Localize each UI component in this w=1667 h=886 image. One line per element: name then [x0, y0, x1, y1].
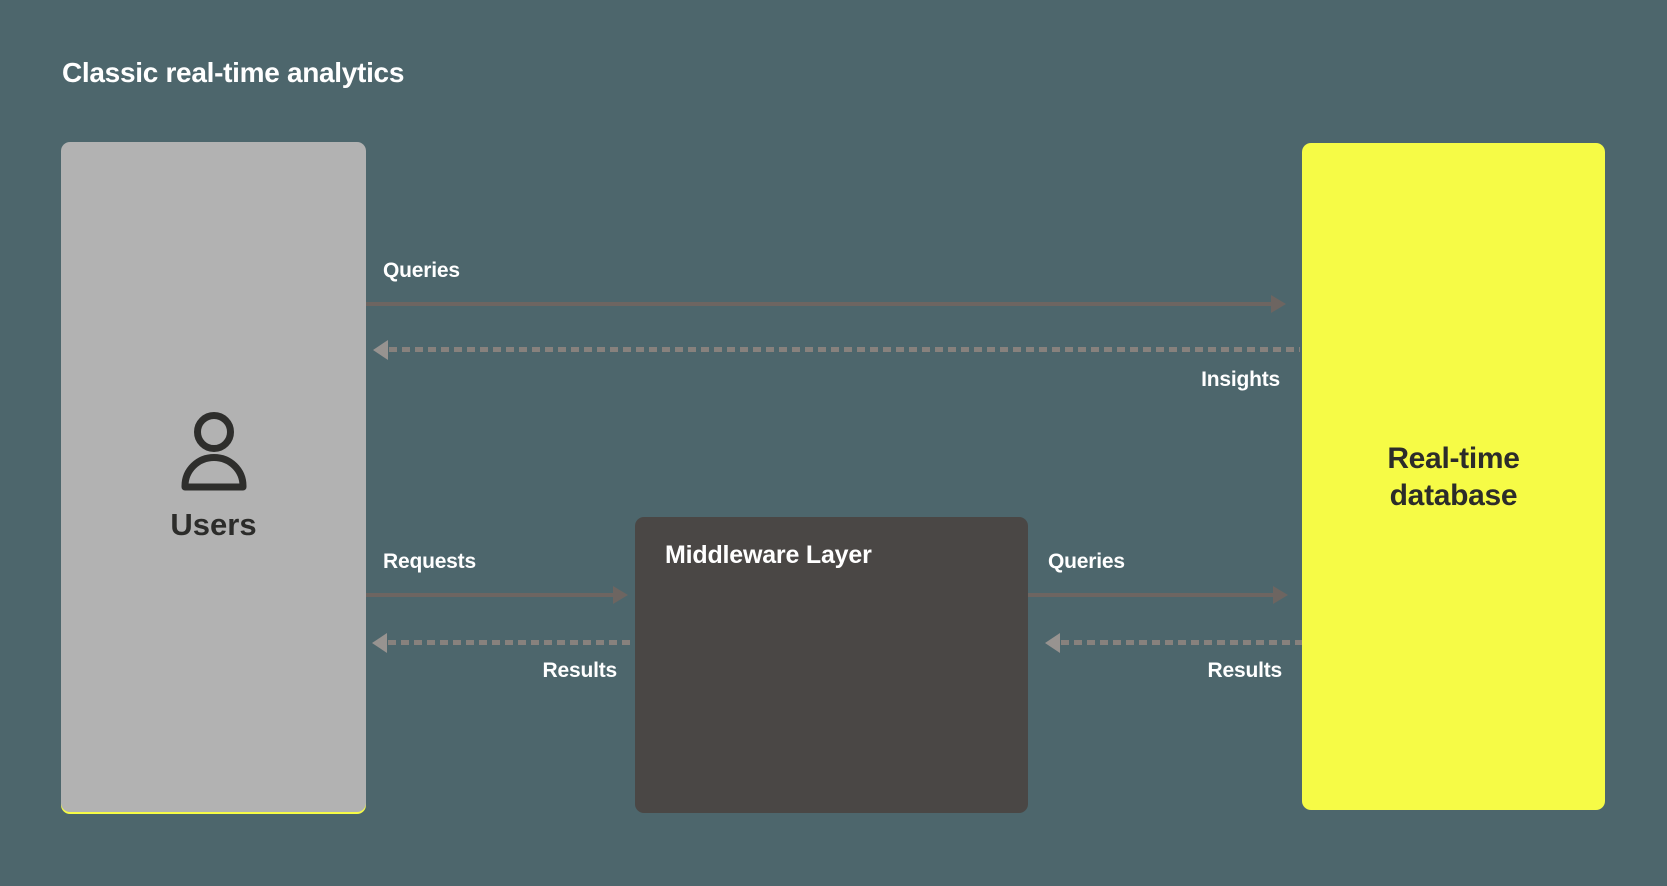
- arrowhead-right-icon: [1271, 295, 1286, 313]
- arrow-line-insights: [389, 347, 1300, 352]
- arrowhead-left-icon: [373, 340, 388, 360]
- diagram-title: Classic real-time analytics: [62, 57, 405, 88]
- arrowhead-left-icon: [372, 633, 387, 653]
- user-icon: [178, 411, 250, 491]
- flow-label-queries-right: Queries: [1048, 550, 1125, 573]
- node-database-label: Real-time database: [1387, 441, 1520, 512]
- flow-label-results-right: Results: [1207, 659, 1283, 682]
- arrow-line-requests: [366, 593, 614, 597]
- arrowhead-right-icon: [1273, 586, 1288, 604]
- node-users: Users: [61, 142, 366, 812]
- flow-label-results-left: Results: [542, 659, 618, 682]
- arrow-line-results-left: [388, 640, 635, 645]
- arrowhead-left-icon: [1045, 633, 1060, 653]
- arrow-line-queries-right: [1028, 593, 1274, 597]
- arrow-line-results-right: [1061, 640, 1302, 645]
- flow-label-queries-top: Queries: [383, 259, 460, 282]
- node-users-label: Users: [170, 507, 257, 542]
- flow-label-insights: Insights: [1201, 368, 1280, 391]
- arrowhead-right-icon: [613, 586, 628, 604]
- arrow-line-queries-top: [366, 302, 1272, 306]
- node-middleware-label: Middleware Layer: [665, 541, 872, 569]
- node-middleware: Middleware Layer: [635, 517, 1028, 813]
- flow-label-requests: Requests: [383, 550, 476, 573]
- node-database: Real-time database: [1302, 143, 1605, 810]
